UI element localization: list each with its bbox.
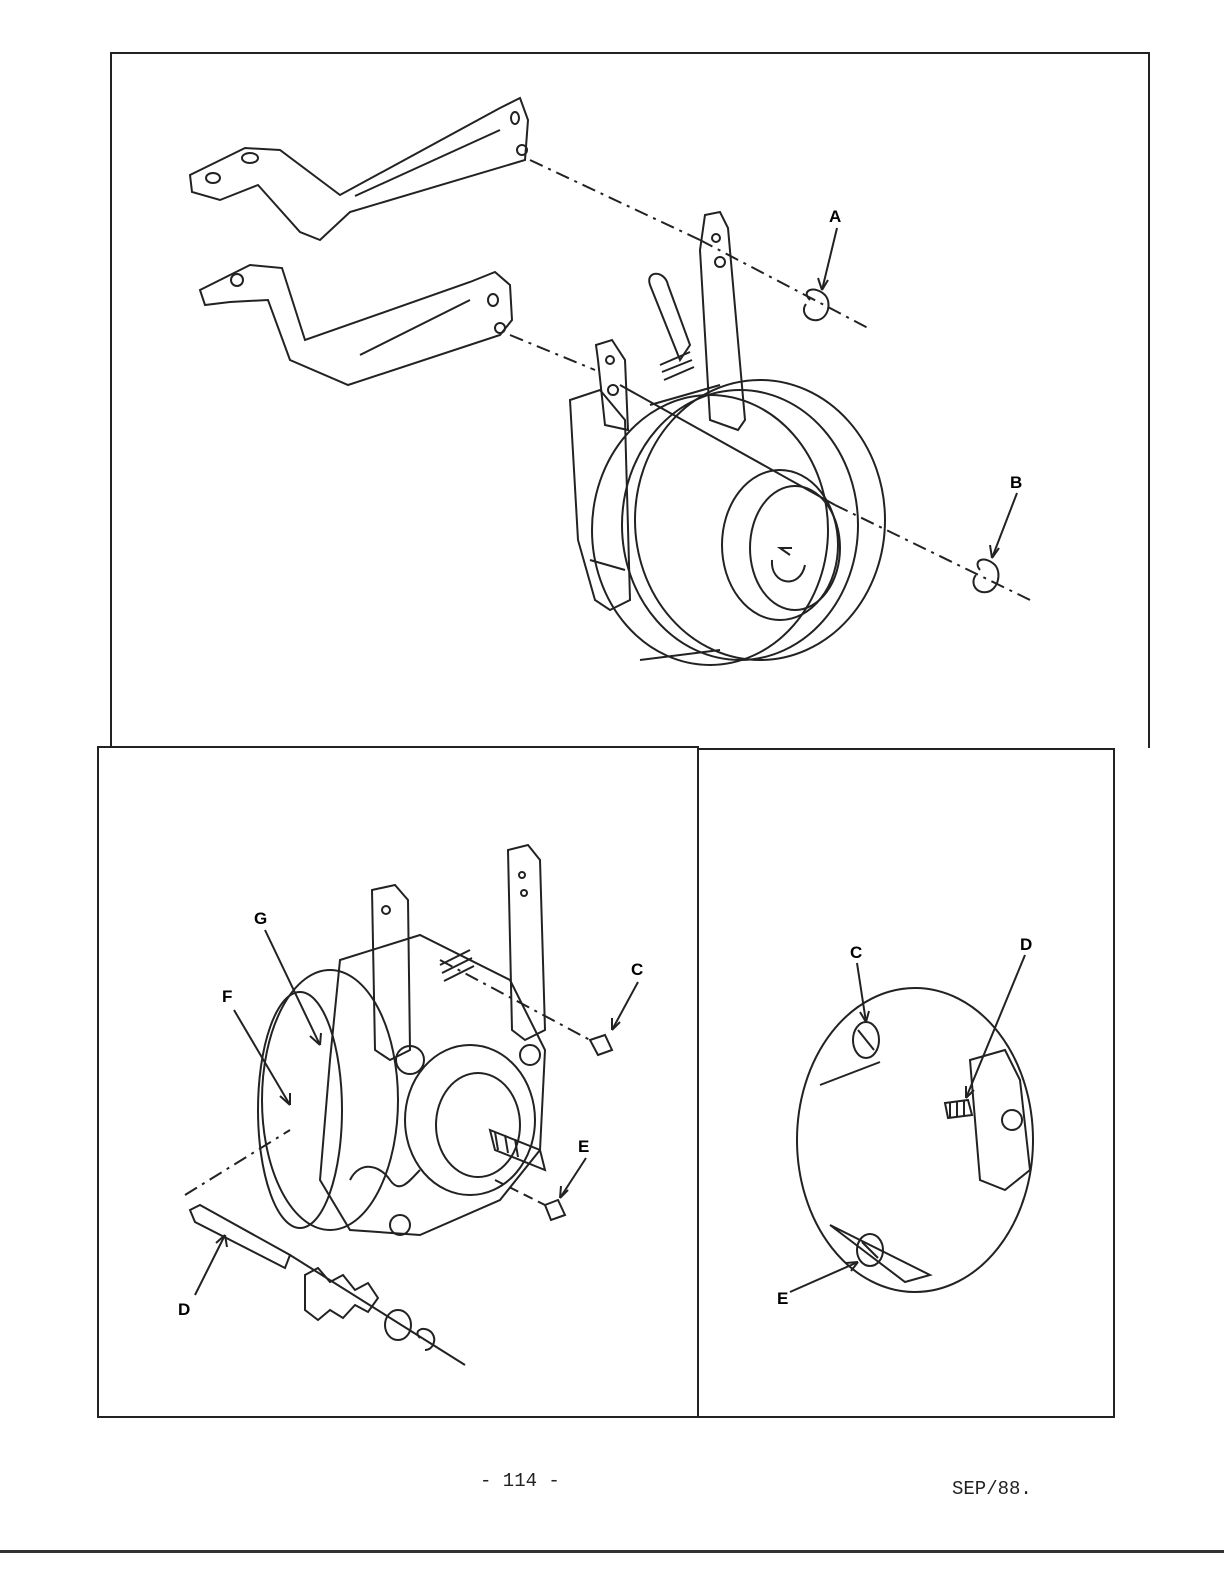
callout-arrow-a	[821, 227, 838, 291]
callout-label-d: D	[178, 1300, 190, 1319]
pulley-outer	[634, 379, 886, 661]
top-illustration: A B	[188, 96, 1031, 666]
assembly-line-upper	[529, 159, 701, 241]
bottom-rule	[0, 1550, 1224, 1553]
callout-label-e: E	[578, 1137, 589, 1156]
callout-label-c-detail: C	[850, 943, 862, 962]
stud-d	[943, 1098, 974, 1120]
upper-bracket	[188, 96, 530, 242]
bottom-right-illustration-panel	[697, 748, 1115, 1418]
date-code: SEP/88.	[952, 1478, 1032, 1500]
top-illustration-panel	[110, 52, 1150, 748]
screw-head-e	[856, 1233, 884, 1267]
lever-arm-lower	[594, 338, 630, 432]
callout-arrow-g	[264, 929, 321, 1046]
screw-c	[588, 1033, 614, 1057]
pin-d	[188, 1203, 292, 1270]
disc-detail	[796, 987, 1034, 1293]
brake-shaft	[488, 1128, 547, 1172]
brake-disc	[261, 969, 399, 1231]
callout-label-e-detail: E	[777, 1289, 788, 1308]
callout-label-d-detail: D	[1020, 935, 1032, 954]
callout-arrow-b	[991, 492, 1018, 559]
screw-e	[543, 1198, 567, 1222]
callout-label-g: G	[254, 909, 267, 928]
callout-arrow-f	[233, 1009, 291, 1106]
callout-arrow-d-detail	[965, 954, 1026, 1099]
callout-label-a: A	[829, 207, 841, 226]
e-ring-a	[802, 288, 830, 322]
e-ring-b	[972, 558, 1000, 594]
callout-arrow-c	[611, 981, 639, 1031]
brake-body	[318, 933, 547, 1237]
pulley-hub	[721, 469, 839, 621]
callout-label-b: B	[1010, 473, 1022, 492]
callout-label-c: C	[631, 960, 643, 979]
washer	[384, 1309, 412, 1341]
brake-arm-left	[370, 883, 412, 1062]
callout-arrow-e-detail	[789, 1261, 859, 1293]
e-ring-bottom	[416, 1327, 436, 1351]
lower-bracket	[198, 263, 514, 387]
page-number: - 114 -	[480, 1470, 560, 1492]
callout-arrow-c-detail	[856, 962, 867, 1023]
callout-label-f: F	[222, 987, 232, 1006]
brake-arm-right	[506, 843, 547, 1042]
brake-hub	[404, 1044, 536, 1196]
lever-arm-upper	[698, 210, 747, 432]
callout-arrow-e	[559, 1157, 587, 1199]
callout-arrow-d	[194, 1234, 226, 1296]
